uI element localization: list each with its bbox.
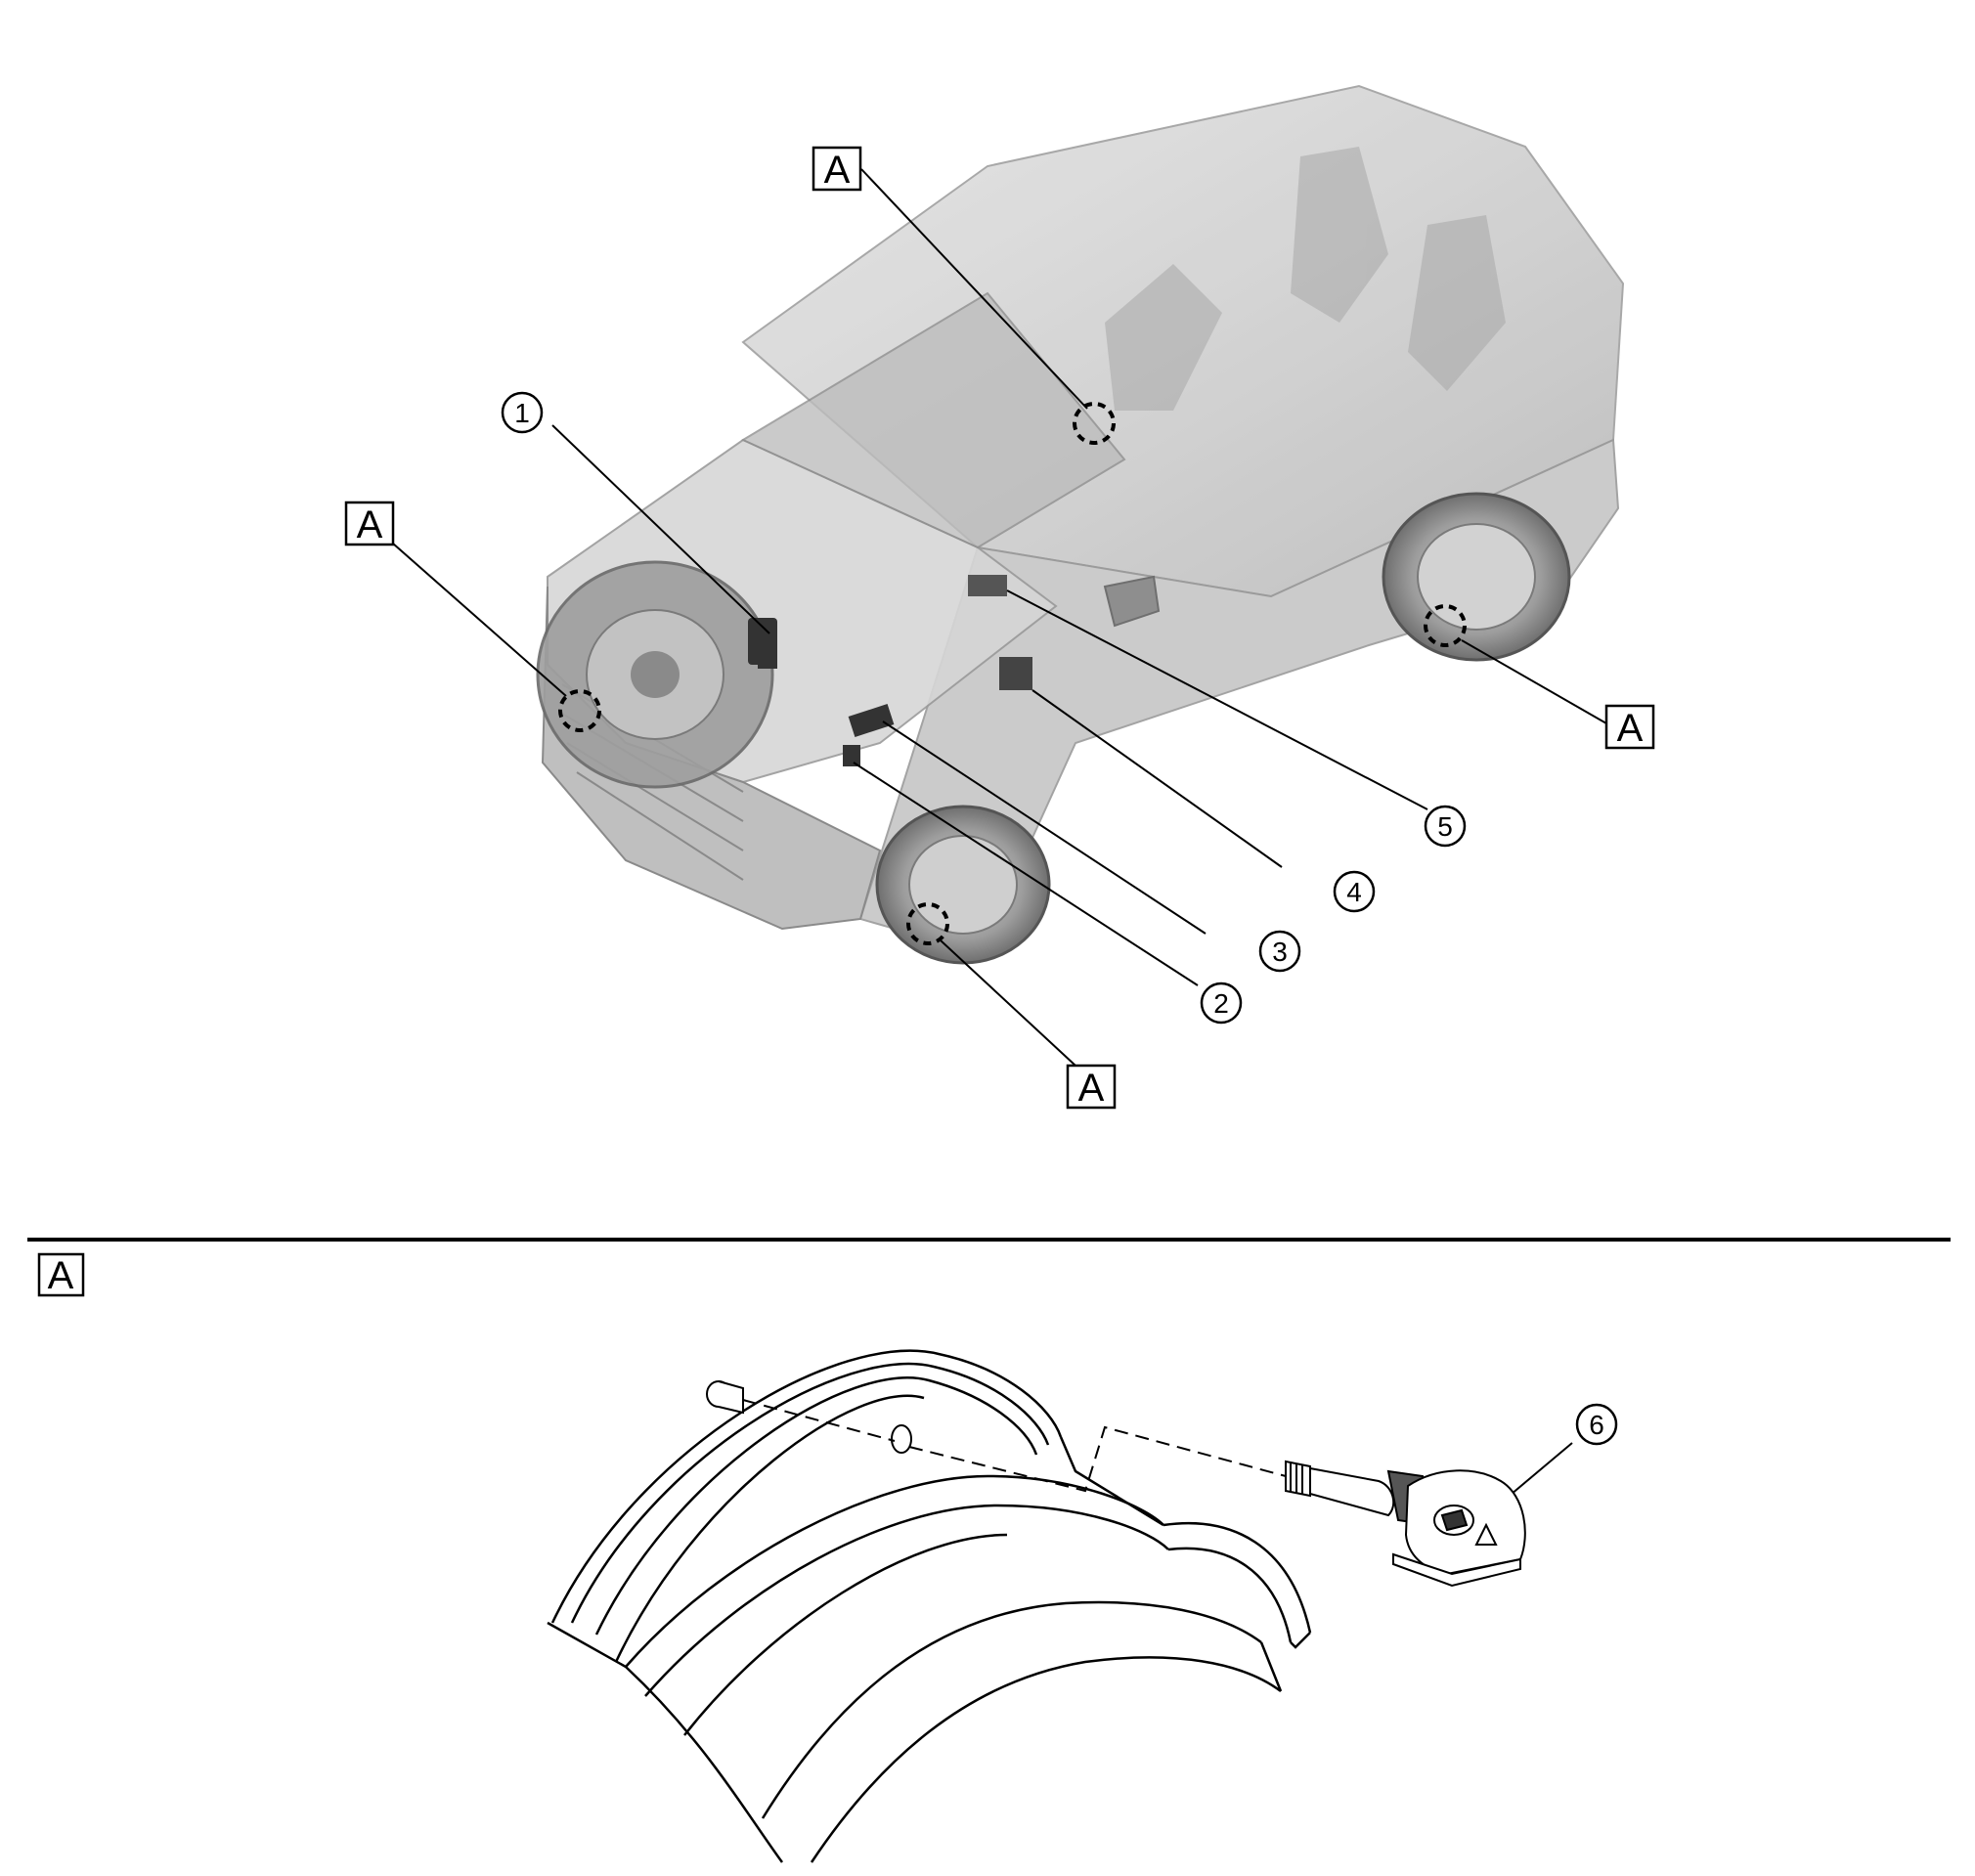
svg-text:A: A bbox=[48, 1254, 74, 1297]
callout-4: 4 bbox=[1333, 870, 1376, 913]
valve-hole bbox=[891, 1424, 912, 1454]
front-wheel bbox=[875, 805, 1051, 965]
wheel-rim-detail bbox=[547, 1349, 1312, 1863]
vehicle-illustration bbox=[536, 84, 1625, 965]
box-label-A-2: A bbox=[344, 501, 395, 546]
assembly-dashed-line bbox=[742, 1399, 1287, 1493]
sensor-circle-top bbox=[1073, 402, 1116, 445]
svg-text:1: 1 bbox=[514, 398, 530, 428]
component-1 bbox=[748, 618, 777, 669]
callout-6: 6 bbox=[1575, 1403, 1618, 1446]
component-5 bbox=[968, 575, 1007, 596]
svg-text:A: A bbox=[824, 149, 851, 192]
sensor-circle-front-left bbox=[558, 689, 601, 732]
box-label-A-1: A bbox=[812, 146, 862, 192]
svg-text:2: 2 bbox=[1213, 988, 1229, 1019]
rear-wheel bbox=[1382, 492, 1571, 662]
callout-3: 3 bbox=[1258, 930, 1301, 973]
tpms-sensor bbox=[1285, 1460, 1526, 1588]
box-label-A-3: A bbox=[1604, 704, 1655, 750]
valve-cap bbox=[706, 1380, 744, 1415]
vehicle-seats bbox=[1105, 147, 1506, 411]
spare-tire bbox=[536, 560, 774, 789]
svg-text:3: 3 bbox=[1272, 937, 1288, 967]
component-3 bbox=[848, 704, 895, 737]
sensor-circle-front-right bbox=[906, 902, 949, 945]
box-label-A-4: A bbox=[1066, 1064, 1117, 1110]
sensor-circle-rear-right bbox=[1424, 604, 1467, 647]
svg-text:6: 6 bbox=[1589, 1410, 1604, 1440]
sensor-location-circles bbox=[558, 402, 1467, 945]
svg-text:A: A bbox=[357, 503, 383, 546]
callout-5: 5 bbox=[1424, 805, 1467, 848]
svg-text:A: A bbox=[1617, 707, 1644, 750]
component-2 bbox=[843, 745, 860, 766]
svg-text:5: 5 bbox=[1437, 811, 1453, 842]
svg-text:A: A bbox=[1078, 1067, 1105, 1110]
section-label-A: A bbox=[37, 1252, 85, 1297]
vehicle-windshield bbox=[740, 291, 1126, 549]
callout-2: 2 bbox=[1200, 982, 1243, 1025]
leader-lines bbox=[392, 168, 1607, 1516]
svg-text:4: 4 bbox=[1346, 877, 1362, 907]
component-4 bbox=[999, 657, 1032, 690]
vehicle-mirror bbox=[1103, 575, 1161, 628]
callout-1: 1 bbox=[501, 391, 544, 434]
